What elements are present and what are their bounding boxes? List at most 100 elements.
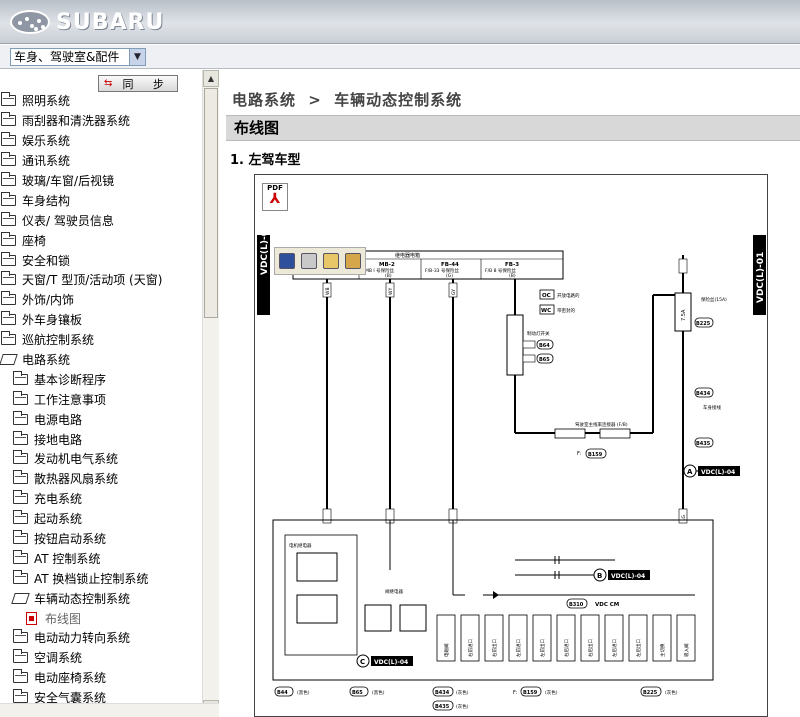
folder-icon — [13, 510, 28, 525]
open-folder-icon — [0, 354, 18, 366]
sidebar-item-20[interactable]: 充电系统 — [0, 489, 202, 509]
save-icon[interactable] — [279, 253, 295, 269]
ref-a-text: VDC(L)-04 — [701, 469, 735, 476]
section-title: 布线图 — [226, 115, 800, 141]
sidebar-item-10[interactable]: 外饰/内饰 — [0, 290, 202, 310]
sidebar-item-label: 玻璃/车窗/后视镜 — [22, 174, 115, 188]
sidebar-item-18[interactable]: 发动机电气系统 — [0, 449, 202, 469]
sidebar-item-17[interactable]: 接地电路 — [0, 429, 202, 449]
manual-section-value: 车身、驾驶室&配件 — [14, 50, 120, 64]
folder-icon — [1, 132, 16, 147]
sidebar-item-12[interactable]: 巡航控制系统 — [0, 330, 202, 350]
ref-a: A — [687, 468, 693, 476]
sidebar-item-29[interactable]: 电动座椅系统 — [0, 668, 202, 688]
folder-icon — [13, 410, 28, 425]
fuse-fb44-id: FB-44 — [441, 262, 459, 268]
sidebar-item-2[interactable]: 娱乐系统 — [0, 131, 202, 151]
solenoid-module-box — [556, 614, 576, 662]
sidebar-item-7[interactable]: 座椅 — [0, 230, 202, 250]
print-icon[interactable] — [301, 253, 317, 269]
sidebar-item-8[interactable]: 安全和锁 — [0, 250, 202, 270]
bottom-b435-color: (灰色) — [456, 703, 469, 710]
sidebar-item-30[interactable]: 安全气囊系统 — [0, 688, 202, 708]
valve-relay-text: 阀继电器 — [385, 588, 403, 595]
sidebar-item-11[interactable]: 外车身镶板 — [0, 310, 202, 330]
folder-icon — [13, 669, 28, 684]
sidebar-item-label: 充电系统 — [34, 492, 83, 507]
manual-section-select[interactable]: 车身、驾驶室&配件 ▼ — [10, 48, 146, 66]
left-tag: VDC(L)-01 — [260, 224, 270, 275]
conn-b435: B435 — [696, 441, 711, 447]
breadcrumb: 电路系统 > 车辆动态控制系统 — [232, 89, 462, 110]
pdf-toolbar — [274, 247, 366, 275]
folder-icon — [13, 530, 28, 545]
sync-button[interactable]: ⇆ 同 步 — [98, 75, 178, 92]
breadcrumb-item-circuit[interactable]: 电路系统 — [232, 91, 297, 109]
chevron-down-icon[interactable]: ▼ — [129, 49, 145, 65]
fuse-75a — [674, 292, 692, 332]
wiring-diagram: PDF ⅄ VDC(L)-01 VDC(L)-01 继电器电箱 MB-2 MB … — [254, 174, 768, 717]
ref-b: B — [597, 572, 602, 580]
sidebar-item-3[interactable]: 通讯系统 — [0, 151, 202, 171]
sidebar-item-9[interactable]: 天窗/T 型顶/活动项 (天窗) — [0, 270, 202, 290]
folder-icon — [1, 112, 16, 127]
folder-icon — [1, 271, 16, 286]
sidebar-item-4[interactable]: 玻璃/车窗/后视镜 — [0, 171, 202, 191]
conn-b64: B64 — [539, 343, 550, 349]
sidebar-item-label: 座椅 — [22, 233, 47, 248]
sidebar-item-5[interactable]: 车身结构 — [0, 190, 202, 210]
sidebar-item-0[interactable]: 照明系统 — [0, 91, 202, 111]
breadcrumb-item-vdc[interactable]: 车辆动态控制系统 — [334, 91, 463, 109]
folder-icon — [1, 331, 16, 346]
joint-f: F: — [577, 451, 581, 457]
folder-icon — [1, 191, 16, 206]
motor-relay-text: 电机继电器 — [289, 542, 312, 549]
sidebar-item-14[interactable]: 基本诊断程序 — [0, 369, 202, 389]
solenoid-modules: 电磁阀右前进口右前出口左前进口左前出口右后进口右后出口左后进口左后出口主切换吸入… — [436, 614, 696, 662]
sidebar-item-1[interactable]: 雨刮器和清洗器系统 — [0, 111, 202, 131]
solenoid-module-box — [532, 614, 552, 662]
sidebar-item-24[interactable]: AT 换档锁止控制系统 — [0, 568, 202, 588]
sidebar-item-13[interactable]: 电路系统 — [0, 350, 202, 370]
right-tag: VDC(L)-01 — [756, 252, 766, 303]
folder-icon — [13, 490, 28, 505]
sidebar-item-label: AT 换档锁止控制系统 — [34, 571, 149, 586]
scrollbar-thumb[interactable] — [204, 88, 218, 318]
sidebar-item-23[interactable]: AT 控制系统 — [0, 548, 202, 568]
vdc-cm-label: VDC CM — [595, 602, 619, 608]
folder-icon — [13, 549, 28, 564]
folder-icon — [1, 291, 16, 306]
sidebar-item-25[interactable]: 车辆动态控制系统 — [0, 588, 202, 608]
sidebar-horizontal-scrollbar[interactable] — [0, 703, 219, 717]
fuse-75a-label: 7.5A — [681, 309, 687, 321]
sidebar-item-label: 巡航控制系统 — [22, 333, 95, 348]
email-icon[interactable] — [323, 253, 339, 269]
sidebar-item-22[interactable]: 按钮启动系统 — [0, 529, 202, 549]
sidebar-scrollbar[interactable]: ▲ ▼ — [202, 70, 219, 717]
sidebar-item-label: 车辆动态控制系统 — [34, 591, 131, 606]
sidebar-item-label: 按钮启动系统 — [34, 532, 107, 547]
open-folder-icon — [11, 592, 30, 604]
sidebar-item-16[interactable]: 电源电路 — [0, 409, 202, 429]
sidebar-item-19[interactable]: 散热器风扇系统 — [0, 469, 202, 489]
bottom-b225-color: (灰色) — [665, 689, 678, 696]
fuse-fb44-name: F/B-33 号保险丝 — [425, 267, 459, 274]
sidebar-item-15[interactable]: 工作注意事项 — [0, 389, 202, 409]
bottom-b225: B225 — [643, 690, 658, 696]
ref-c: C — [360, 658, 365, 666]
folder-icon — [13, 689, 28, 704]
sidebar-item-27[interactable]: 电动动力转向系统 — [0, 628, 202, 648]
bottom-b434: B434 — [435, 690, 450, 696]
sidebar-item-21[interactable]: 起动系统 — [0, 509, 202, 529]
sidebar-item-28[interactable]: 空调系统 — [0, 648, 202, 668]
sidebar-item-26[interactable]: 布线图 — [0, 608, 202, 628]
sidebar-item-6[interactable]: 仪表/ 驾驶员信息 — [0, 210, 202, 230]
solenoid-module-box — [676, 614, 696, 662]
fuse-mb2-color: (B) — [385, 273, 392, 279]
search-icon[interactable] — [345, 253, 361, 269]
sync-icon: ⇆ — [104, 78, 113, 89]
folder-icon — [1, 172, 16, 186]
right-tag-box — [753, 235, 766, 315]
scroll-up-icon[interactable]: ▲ — [203, 70, 219, 87]
pdf-icon[interactable]: PDF ⅄ — [262, 183, 288, 211]
